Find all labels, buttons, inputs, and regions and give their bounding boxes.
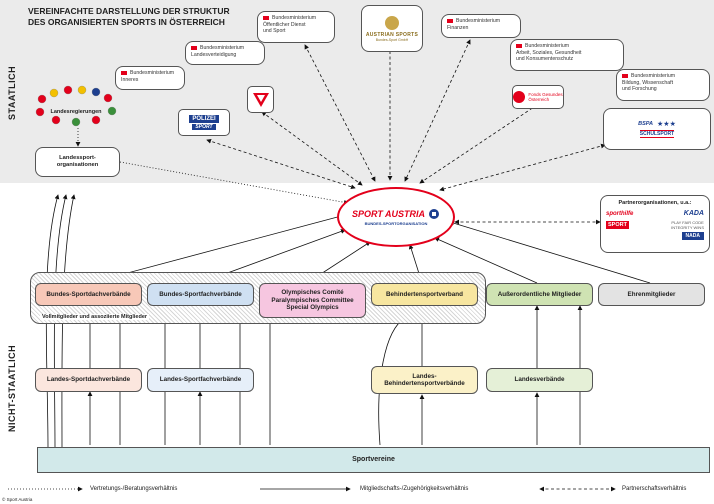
- vollmitglieder-label: Vollmitglieder und assoziierte Mitgliede…: [40, 314, 150, 320]
- sporthilfe-logo: sporthilfe: [606, 210, 634, 217]
- olympic-paralympic-special-olympics: Olympisches Comité Paralympisches Commit…: [259, 283, 366, 318]
- austria-flag-icon: [263, 15, 269, 20]
- partner-organisations: Partnerorganisationen, u.a.: sporthilfe …: [600, 195, 710, 253]
- bundes-sportdachverbaende: Bundes-Sportdachverbände: [35, 283, 142, 306]
- member-line-ehren: [449, 220, 651, 284]
- ministry-name: Öffentlicher Dienst: [263, 21, 306, 28]
- ministry-label: Bundesministerium: [130, 70, 175, 76]
- title-line-1: VEREINFACHTE DARSTELLUNG DER STRUKTUR: [28, 6, 230, 16]
- landessport-organisationen: Landessport- organisationen: [35, 147, 120, 177]
- austrian-sports-emblem-icon: [385, 15, 399, 30]
- sport-austria-text: SPORT AUSTRIA: [351, 209, 425, 219]
- member-line-ausserordentlich: [434, 237, 538, 284]
- bundes-sportfachverbaende: Bundes-Sportfachverbände: [147, 283, 254, 306]
- partner-line-bmbwf: [439, 143, 606, 192]
- bspa-logo-text: BSPA: [638, 121, 654, 127]
- ministry-soziales-gesundheit: Bundesministerium Arbeit, Soziales, Gesu…: [510, 39, 624, 71]
- side-label-staatlich: STAATLICH: [7, 65, 17, 120]
- austria-flag-icon: [516, 43, 522, 48]
- fgoe-logo: Fonds Gesundes Österreich: [512, 85, 564, 109]
- member-line-bsdv: [89, 213, 346, 284]
- austrian-sports-subtext: Bundes-Sport GmbH: [375, 37, 409, 42]
- ministry-oeffentlicher-dienst-sport: Bundesministerium Öffentlicher Dienst un…: [257, 11, 335, 43]
- legend-solid-label: Mitgliedschafts-/Zugehörigkeitsverhältni…: [360, 486, 469, 492]
- ministry-label: Bundesministerium: [525, 43, 570, 49]
- side-label-nicht-staatlich: NICHT-STAATLICH: [7, 344, 17, 432]
- landessport-label-1: Landessport-: [59, 154, 96, 161]
- austria-flag-icon: [447, 18, 453, 23]
- lbsv-line-1: Landes-: [412, 372, 437, 380]
- ministry-name: Finanzen: [447, 24, 469, 31]
- partner-title: Partnerorganisationen, u.a.:: [618, 200, 692, 206]
- partner-line-bmoeds: [304, 44, 376, 182]
- ministry-label: Bundesministerium: [272, 15, 317, 21]
- nada-logo: NADA: [681, 232, 704, 240]
- diagram-title: VEREINFACHTE DARSTELLUNG DER STRUKTUR DE…: [28, 6, 230, 28]
- star-icon: ★★★: [657, 121, 676, 128]
- partner-line-polizei: [206, 138, 356, 190]
- ocs-line-2: Paralympisches Committee: [271, 296, 354, 304]
- austria-flag-icon: [121, 70, 127, 75]
- landesregierungen-label: Landesregierungen: [50, 108, 102, 115]
- schulsport-logo-text: SCHULSPORT: [639, 130, 675, 138]
- ministry-name-cont: und Forschung: [622, 86, 657, 92]
- copyright: © Sport Austria: [2, 497, 33, 502]
- lbsv-line-2: Behindertensportverbände: [384, 380, 465, 387]
- eagle-icon: [429, 209, 439, 219]
- representation-line: [119, 161, 349, 205]
- ministry-finanzen: Bundesministerium Finanzen: [441, 14, 521, 38]
- play-fair-code-sub: INTEGRITY WINS: [671, 225, 704, 230]
- ministry-bildung-wissenschaft: Bundesministerium Bildung, Wissenschaft …: [616, 69, 710, 101]
- austria-flag-icon: [191, 45, 197, 50]
- ministry-name: Bildung, Wissenschaft: [622, 79, 674, 86]
- ministry-name-cont: und Sport: [263, 28, 286, 34]
- ministry-name: Landesverteidigung: [191, 51, 237, 58]
- partner-line-bmf: [404, 39, 471, 182]
- landesregierungen-ring: Landesregierungen: [30, 85, 122, 127]
- school-sport-logos: BSPA ★★★ SCHULSPORT: [603, 108, 711, 150]
- kada-logo: KADA: [683, 210, 704, 217]
- ministry-inneres: Bundesministerium Inneres: [115, 66, 185, 90]
- ehrenmitglieder: Ehrenmitglieder: [598, 283, 705, 306]
- hundert-prozent-sport-logo: SPORT: [606, 221, 629, 229]
- polizei-sport-text: SPORT: [192, 124, 216, 130]
- bundesheer-triangle-icon: [252, 92, 269, 107]
- ocs-line-1: Olympisches Comité: [281, 289, 344, 297]
- ministry-name: Arbeit, Soziales, Gesundheit: [516, 49, 582, 56]
- austrian-sports-text: AUSTRIAN SPORTS: [365, 31, 419, 38]
- polizei-sport-logo: POLIZEI SPORT: [178, 109, 230, 136]
- legend-dotted-label: Vertretungs-/Beratungsverhältnis: [90, 486, 178, 492]
- state-coat-of-arms-icons: [35, 85, 117, 127]
- landesverbaende: Landesverbände: [486, 368, 593, 392]
- play-fair-code-logo: PLAY FAIR CODE: [671, 220, 704, 225]
- ministry-name: Inneres: [121, 76, 139, 83]
- ministry-label: Bundesministerium: [200, 45, 245, 51]
- fgoe-text-2: Österreich: [528, 97, 550, 102]
- fgoe-emblem-icon: [513, 91, 526, 103]
- sport-austria-logo: SPORT AUSTRIA BUNDES-SPORTORGANISATION: [337, 187, 455, 247]
- behindertensportverband: Behindertensportverband: [371, 283, 478, 306]
- landes-sportdachverbaende: Landes-Sportdachverbände: [35, 368, 142, 392]
- austrian-sports-logo: AUSTRIAN SPORTS Bundes-Sport GmbH: [361, 5, 423, 52]
- ministry-label: Bundesministerium: [631, 73, 676, 79]
- landessport-label-2: organisationen: [56, 162, 99, 168]
- title-line-2: DES ORGANISIERTEN SPORTS IN ÖSTERREICH: [28, 17, 225, 27]
- polizei-text: POLIZEI: [189, 115, 219, 123]
- landes-behindertensportverbaende: Landes- Behindertensportverbände: [371, 366, 478, 394]
- bundesheer-logo: [247, 86, 274, 113]
- ministry-label: Bundesministerium: [456, 18, 501, 24]
- ministry-name-cont: und Konsumentenschutz: [516, 56, 574, 62]
- landes-sportfachverbaende: Landes-Sportfachverbände: [147, 368, 254, 392]
- legend-dashed-label: Partnerschaftsverhältnis: [622, 486, 687, 492]
- fgoe-text-1: Fonds Gesundes: [528, 91, 563, 97]
- partner-line-fgoe: [419, 104, 538, 184]
- sportvereine: Sportvereine: [37, 447, 710, 473]
- sport-austria-subtext: BUNDES-SPORTORGANISATION: [364, 221, 428, 226]
- ocs-line-3: Special Olympics: [286, 304, 339, 312]
- ausserordentliche-mitglieder: Außerordentliche Mitglieder: [486, 283, 593, 306]
- ministry-landesverteidigung: Bundesministerium Landesverteidigung: [185, 41, 265, 65]
- austria-flag-icon: [622, 73, 628, 78]
